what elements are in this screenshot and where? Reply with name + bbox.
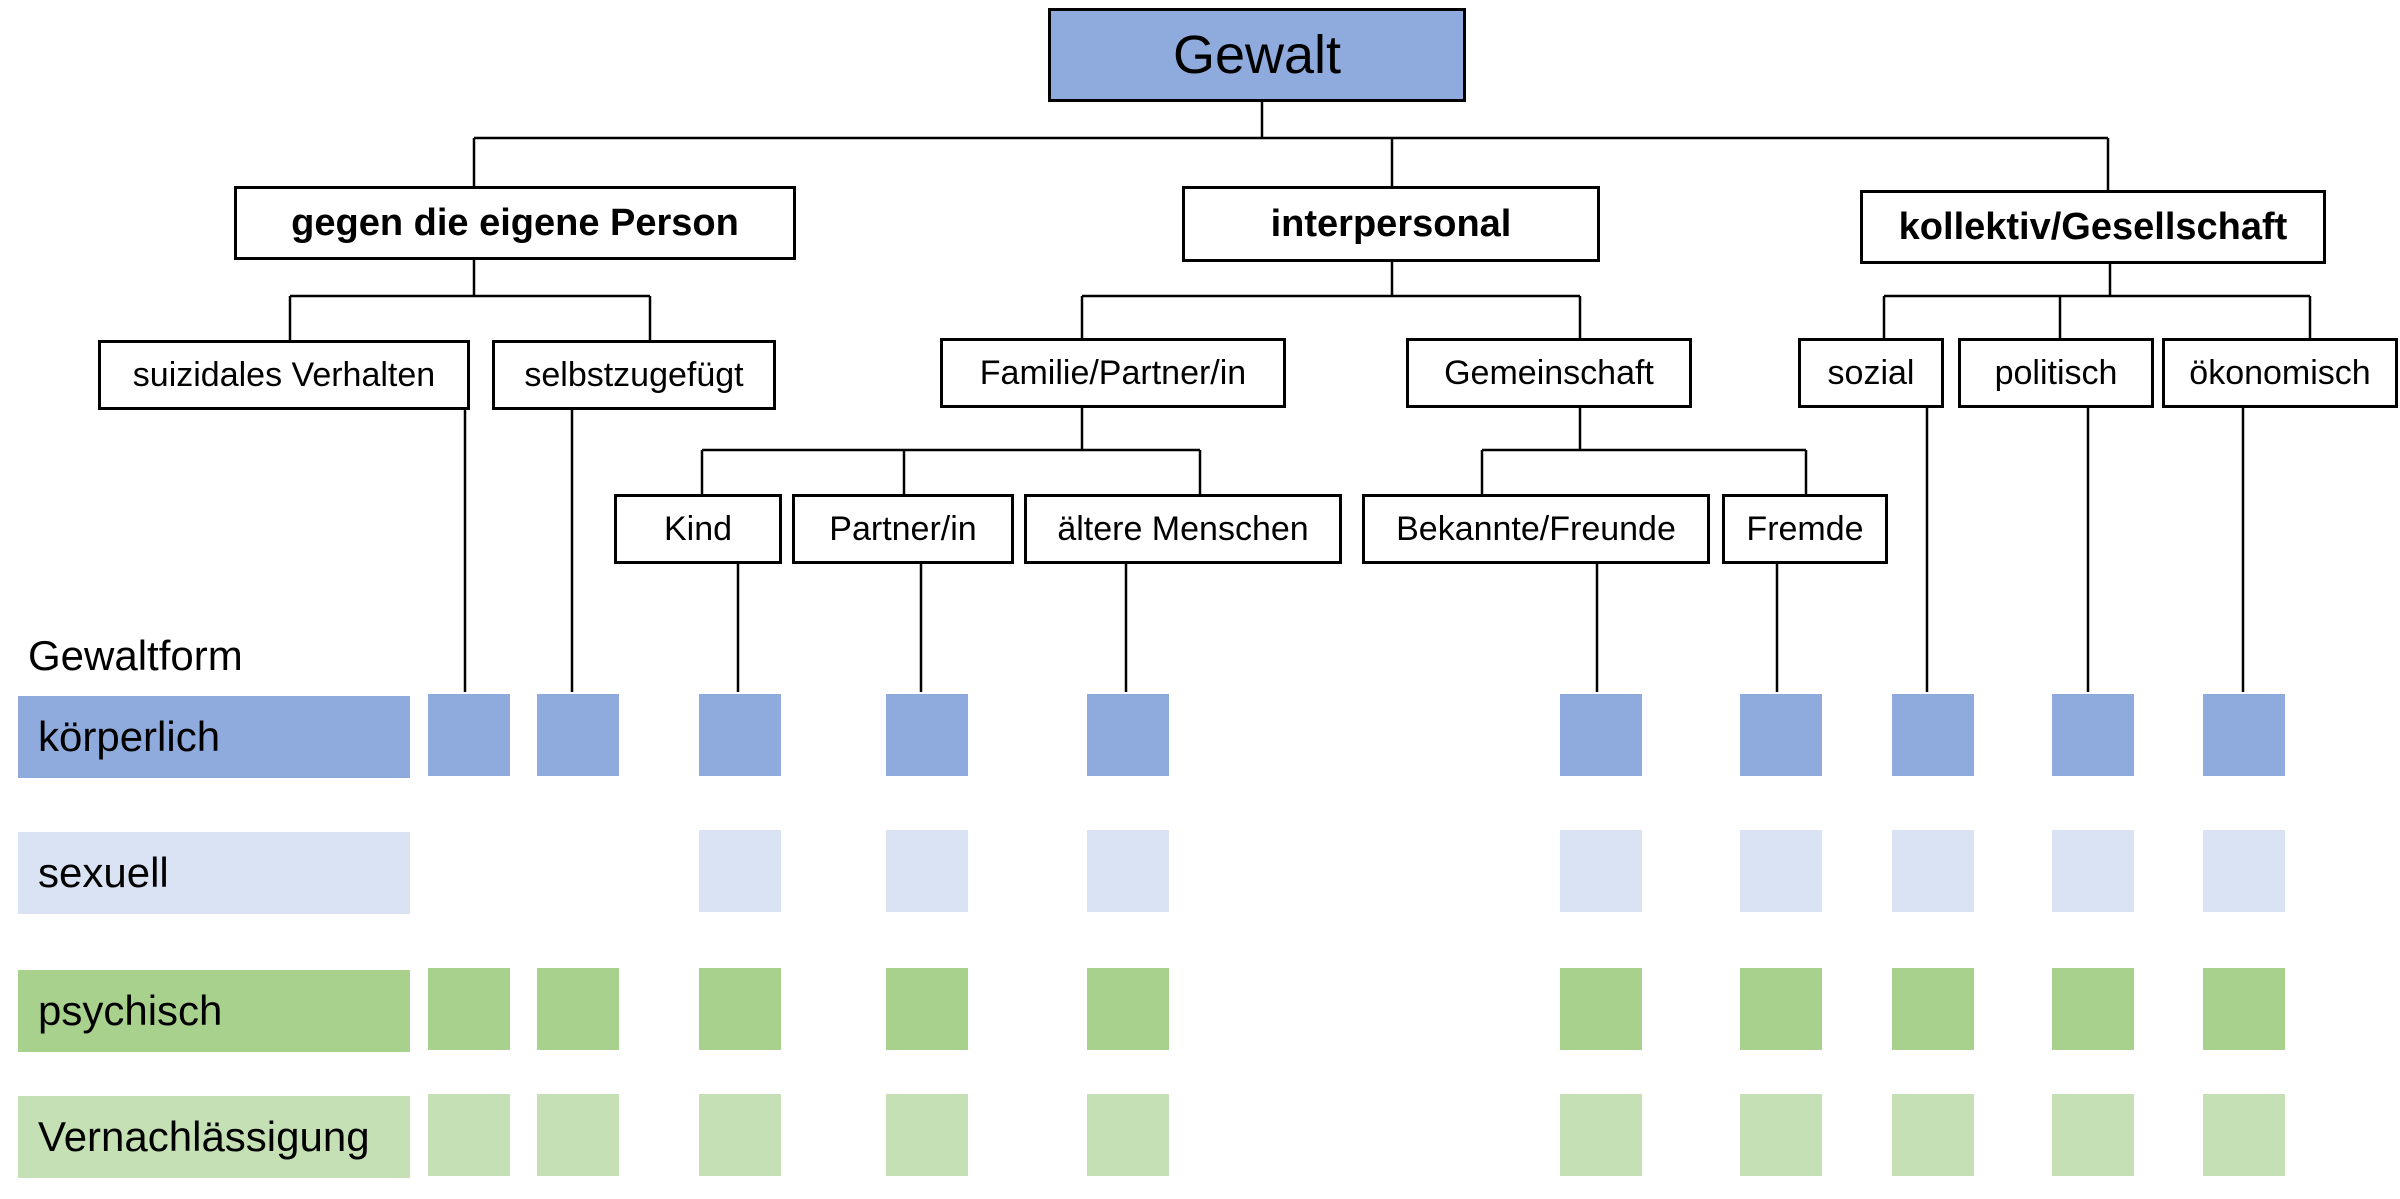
cell-neglect-social: [1892, 1094, 1974, 1176]
cell-neglect-political: [2052, 1094, 2134, 1176]
cell-sexual-strangers: [1740, 830, 1822, 912]
category-interpersonal: interpersonal: [1182, 186, 1600, 262]
subcategory-political: politisch: [1958, 338, 2154, 408]
cell-neglect-selfinflicted: [537, 1094, 619, 1176]
group-strangers: Fremde: [1722, 494, 1888, 564]
cell-physical-strangers: [1740, 694, 1822, 776]
group-child: Kind: [614, 494, 782, 564]
category-self-directed: gegen die eigene Person: [234, 186, 796, 260]
form-label-sexual: sexuell: [18, 832, 410, 914]
cell-sexual-political: [2052, 830, 2134, 912]
cell-sexual-acquaintances: [1560, 830, 1642, 912]
group-acquaintances: Bekannte/Freunde: [1362, 494, 1710, 564]
cell-physical-elderly: [1087, 694, 1169, 776]
group-partner: Partner/in: [792, 494, 1014, 564]
cell-neglect-economic: [2203, 1094, 2285, 1176]
cell-neglect-child: [699, 1094, 781, 1176]
root-node-gewalt: Gewalt: [1048, 8, 1466, 102]
cell-neglect-acquaintances: [1560, 1094, 1642, 1176]
category-collective: kollektiv/Gesellschaft: [1860, 190, 2326, 264]
cell-psychological-suicidal: [428, 968, 510, 1050]
cell-sexual-elderly: [1087, 830, 1169, 912]
cell-physical-acquaintances: [1560, 694, 1642, 776]
form-label-neglect: Vernachlässigung: [18, 1096, 410, 1178]
subcategory-social: sozial: [1798, 338, 1944, 408]
subcategory-suicidal-behaviour: suizidales Verhalten: [98, 340, 470, 410]
cell-psychological-social: [1892, 968, 1974, 1050]
subcategory-economic: ökonomisch: [2162, 338, 2398, 408]
cell-sexual-economic: [2203, 830, 2285, 912]
cell-psychological-partner: [886, 968, 968, 1050]
group-elderly: ältere Menschen: [1024, 494, 1342, 564]
cell-psychological-economic: [2203, 968, 2285, 1050]
cell-psychological-acquaintances: [1560, 968, 1642, 1050]
cell-psychological-elderly: [1087, 968, 1169, 1050]
cell-psychological-strangers: [1740, 968, 1822, 1050]
cell-psychological-child: [699, 968, 781, 1050]
form-label-psychological: psychisch: [18, 970, 410, 1052]
cell-sexual-partner: [886, 830, 968, 912]
cell-physical-partner: [886, 694, 968, 776]
cell-sexual-child: [699, 830, 781, 912]
cell-neglect-strangers: [1740, 1094, 1822, 1176]
subcategory-community: Gemeinschaft: [1406, 338, 1692, 408]
cell-physical-child: [699, 694, 781, 776]
form-label-physical: körperlich: [18, 696, 410, 778]
cell-neglect-partner: [886, 1094, 968, 1176]
cell-neglect-suicidal: [428, 1094, 510, 1176]
subcategory-family-partner: Familie/Partner/in: [940, 338, 1286, 408]
cell-physical-economic: [2203, 694, 2285, 776]
cell-physical-suicidal: [428, 694, 510, 776]
forms-heading: Gewaltform: [28, 632, 243, 679]
cell-physical-political: [2052, 694, 2134, 776]
cell-sexual-social: [1892, 830, 1974, 912]
cell-physical-social: [1892, 694, 1974, 776]
cell-neglect-elderly: [1087, 1094, 1169, 1176]
cell-psychological-political: [2052, 968, 2134, 1050]
cell-physical-selfinflicted: [537, 694, 619, 776]
subcategory-self-inflicted: selbstzugefügt: [492, 340, 776, 410]
cell-psychological-selfinflicted: [537, 968, 619, 1050]
